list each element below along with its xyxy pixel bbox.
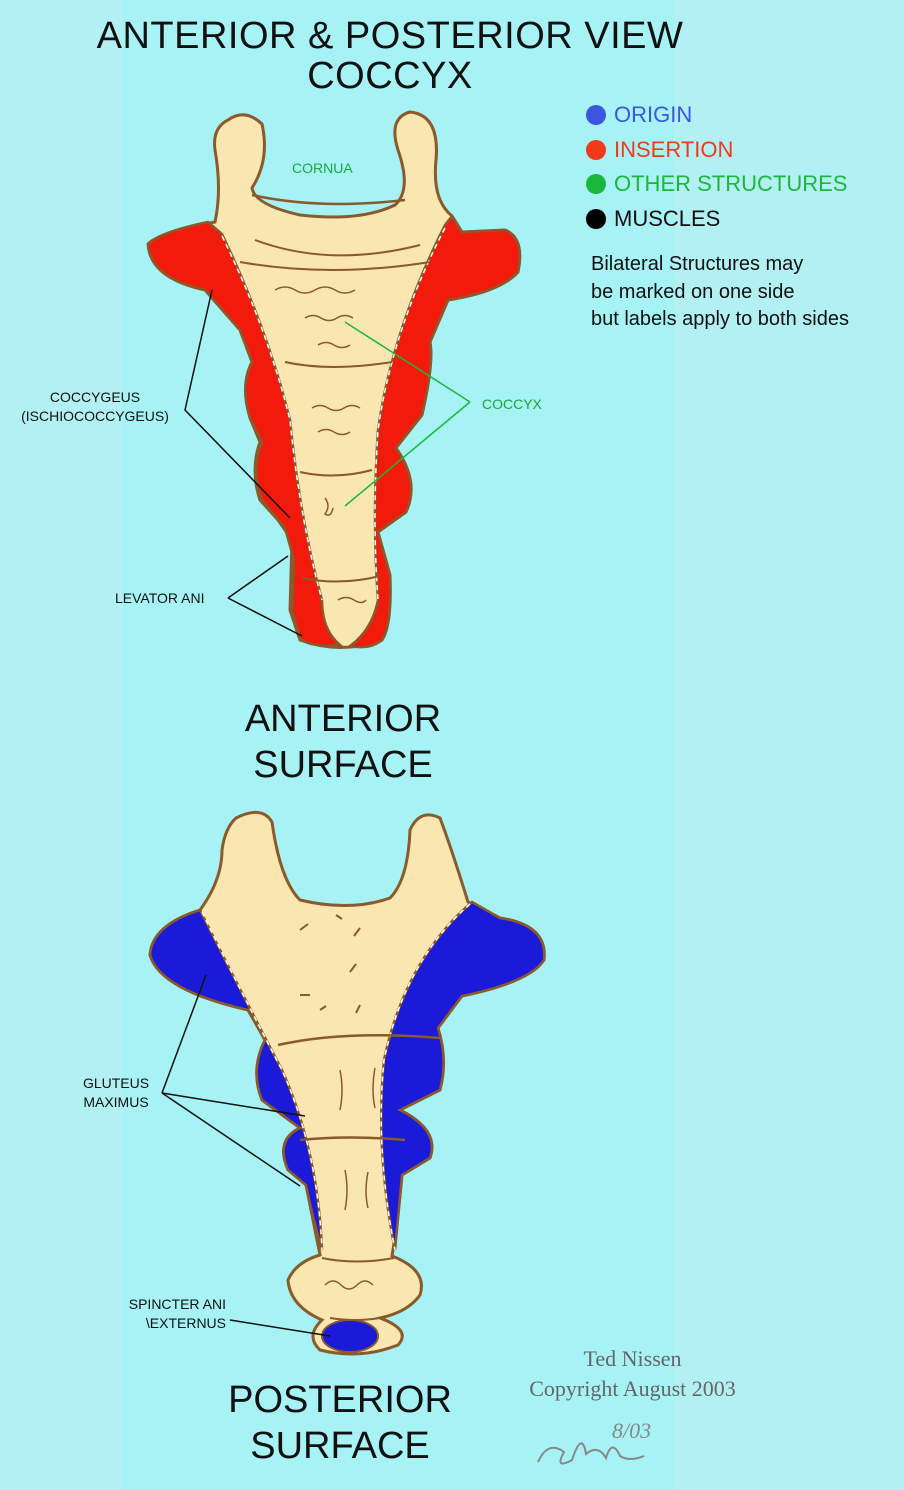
label-coccygeus: COCCYGEUS (ISCHIOCOCCYGEUS) (6, 388, 184, 426)
posterior-bone (148, 810, 546, 1356)
note-line-3: but labels apply to both sides (591, 308, 849, 330)
label-gluteus-maximus: GLUTEUS MAXIMUS (64, 1074, 168, 1112)
title-line-2: COCCYX (307, 55, 473, 97)
legend-item-origin: ORIGIN (586, 98, 847, 133)
anterior-coccyx (146, 110, 522, 649)
legend-label-insertion: INSERTION (614, 136, 734, 162)
signature-date: 8/03 (612, 1418, 652, 1443)
credit: Ted Nissen Copyright August 2003 (500, 1344, 765, 1404)
insertion-right (346, 213, 522, 649)
posterior-caption-line-1: POSTERIOR (228, 1379, 452, 1421)
note-line-2: be marked on one side (591, 280, 795, 303)
label-coccygeus-line-2: (ISCHIOCOCCYGEUS) (21, 408, 169, 424)
note-line-1: Bilateral Structures may (591, 253, 804, 275)
legend-dot-insertion (586, 139, 606, 160)
posterior-caption-line-2: SURFACE (250, 1425, 430, 1467)
legend-dot-other-structures (586, 174, 606, 195)
label-sphincter-ani-externus: SPINCTER ANI \EXTERNUS (100, 1295, 226, 1333)
origin-sphincter (321, 1319, 379, 1353)
title-line-1: ANTERIOR & POSTERIOR VIEW (96, 15, 684, 57)
label-sphincter-line-2: \EXTERNUS (145, 1315, 226, 1331)
posterior-surface-caption: POSTERIOR SURFACE (190, 1377, 490, 1469)
posterior-leader-lines (161, 974, 331, 1337)
legend: ORIGIN INSERTION OTHER STRUCTURES MUSCLE… (586, 98, 847, 236)
anterior-bone (146, 110, 522, 649)
anterior-caption-line-2: SURFACE (253, 744, 433, 786)
label-sphincter-line-1: SPINCTER ANI (128, 1296, 226, 1312)
legend-item-other-structures: OTHER STRUCTURES (586, 167, 847, 202)
legend-item-insertion: INSERTION (586, 133, 847, 168)
anterior-leader-lines (184, 289, 471, 637)
bilateral-note: Bilateral Structures may be marked on on… (591, 251, 849, 334)
legend-label-muscles: MUSCLES (614, 205, 721, 231)
legend-label-other-structures: OTHER STRUCTURES (614, 171, 848, 197)
label-coccyx: COCCYX (482, 396, 542, 412)
legend-dot-origin (586, 105, 606, 126)
origin-left (148, 908, 324, 1251)
legend-dot-muscles (586, 208, 606, 229)
label-gluteus-line-1: GLUTEUS (82, 1075, 150, 1091)
credit-author: Ted Nissen (583, 1346, 682, 1371)
label-levator-ani: LEVATOR ANI (115, 590, 205, 606)
anterior-surface-caption: ANTERIOR SURFACE (193, 696, 493, 788)
label-gluteus-line-2: MAXIMUS (83, 1094, 149, 1110)
page-title: ANTERIOR & POSTERIOR VIEW COCCYX (0, 16, 780, 96)
posterior-coccyx (148, 810, 546, 1356)
legend-label-origin: ORIGIN (614, 102, 693, 128)
credit-copyright: Copyright August 2003 (529, 1376, 736, 1401)
signature-scribble (537, 1442, 645, 1465)
legend-item-muscles: MUSCLES (586, 202, 847, 237)
anterior-caption-line-1: ANTERIOR (244, 698, 442, 740)
label-cornua: CORNUA (292, 160, 353, 176)
label-coccygeus-line-1: COCCYGEUS (49, 389, 141, 405)
